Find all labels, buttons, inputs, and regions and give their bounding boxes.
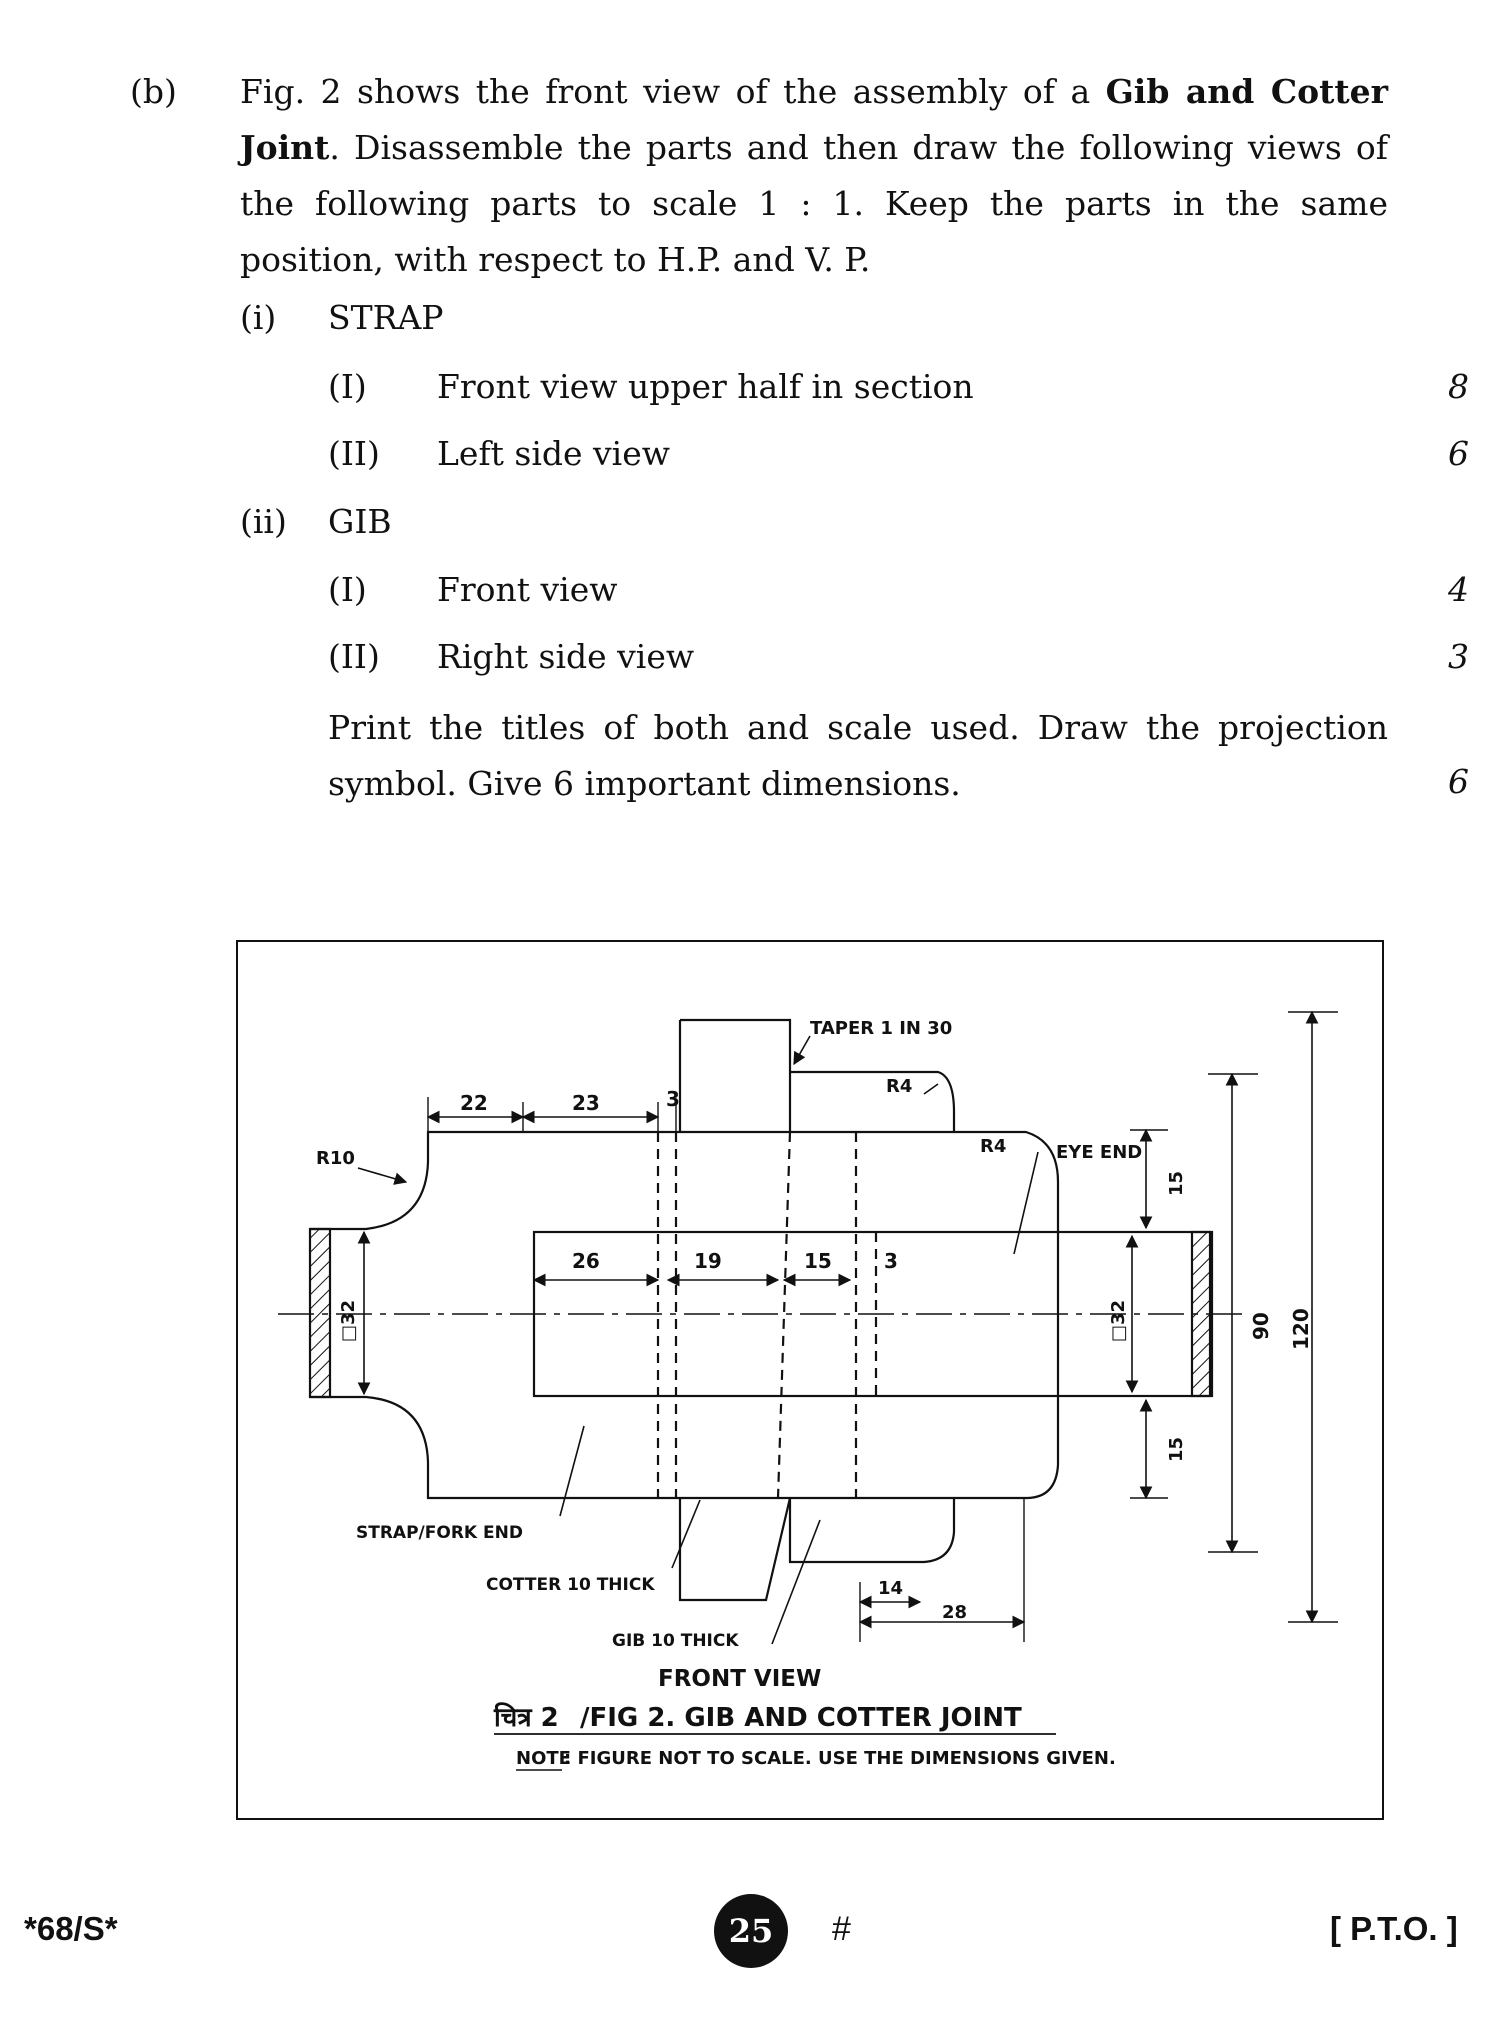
question-intro: Fig. 2 shows the front view of the assem… xyxy=(240,64,1388,288)
part-ii-item1-text: Front view xyxy=(437,570,618,609)
part-ii-item2-label: (II) xyxy=(328,637,380,676)
gib-cotter-drawing: TAPER 1 IN 30 R4 R4 R10 EYE END STRAP/FO… xyxy=(278,1010,1338,1771)
part-i-label: (i) xyxy=(240,298,277,337)
label-strap-fork: STRAP/FORK END xyxy=(356,1523,523,1543)
dim-3-top: 3 xyxy=(666,1087,680,1111)
dim-15-top: 15 xyxy=(1166,1171,1187,1196)
note-text: : FIGURE NOT TO SCALE. USE THE DIMENSION… xyxy=(564,1748,1116,1769)
label-r4-right: R4 xyxy=(980,1136,1006,1157)
part-i-item1-marks: 8 xyxy=(1448,367,1469,406)
label-eye-end: EYE END xyxy=(1056,1142,1142,1163)
label-r10: R10 xyxy=(316,1148,355,1169)
label-gib: GIB 10 THICK xyxy=(612,1631,739,1651)
paper-code: *68/S* xyxy=(24,1910,118,1947)
gib xyxy=(788,1070,956,1564)
left-hatch xyxy=(308,1227,332,1399)
part-ii-item2-marks: 3 xyxy=(1448,637,1469,676)
dim-22: 22 xyxy=(460,1091,488,1115)
part-ii-name: GIB xyxy=(328,502,392,541)
label-r4-top: R4 xyxy=(886,1076,912,1097)
part-i-item2-marks: 6 xyxy=(1448,434,1469,473)
intro-post: . Disassemble the parts and then draw th… xyxy=(240,128,1388,279)
part-ii-label: (ii) xyxy=(240,502,287,541)
figure-box: TAPER 1 IN 30 R4 R4 R10 EYE END STRAP/FO… xyxy=(236,940,1384,1820)
caption-hindi: चित्र 2 xyxy=(493,1702,559,1733)
dim-120: 120 xyxy=(1289,1308,1313,1350)
dim-15-mid: 15 xyxy=(804,1249,832,1273)
label-taper: TAPER 1 IN 30 xyxy=(810,1018,952,1039)
dim-sq32-left: □32 xyxy=(338,1300,359,1342)
dim-26: 26 xyxy=(572,1249,600,1273)
hash-mark: # xyxy=(832,1910,851,1948)
part-i-item1-label: (I) xyxy=(328,367,367,406)
instruction-text: Print the titles of both and scale used.… xyxy=(328,708,1388,803)
label-cotter: COTTER 10 THICK xyxy=(486,1575,655,1595)
part-i-item2-text: Left side view xyxy=(437,434,671,473)
page-number: 25 xyxy=(714,1894,788,1968)
intro-bold: Gib and Cotter Joint xyxy=(240,72,1388,167)
dim-90: 90 xyxy=(1249,1312,1273,1340)
dim-28: 28 xyxy=(942,1602,967,1623)
intro-pre: Fig. 2 shows the front view of the assem… xyxy=(240,72,1106,111)
dim-15-bottom: 15 xyxy=(1166,1437,1187,1462)
figure-caption: चित्र 2 /FIG 2. GIB AND COTTER JOINT xyxy=(493,1702,1056,1735)
pto-label: [ P.T.O. ] xyxy=(1330,1910,1458,1947)
part-ii-item1-label: (I) xyxy=(328,570,367,609)
dim-sq32-right: □32 xyxy=(1108,1300,1129,1342)
part-i-item1-text: Front view upper half in section xyxy=(437,367,974,406)
dim-14: 14 xyxy=(878,1578,903,1599)
dim-3-mid: 3 xyxy=(884,1249,898,1273)
part-ii-item1-marks: 4 xyxy=(1448,570,1469,609)
caption-rest: /FIG 2. GIB AND COTTER JOINT xyxy=(580,1703,1022,1733)
part-ii-item2-text: Right side view xyxy=(437,637,695,676)
part-i-item2-label: (II) xyxy=(328,434,380,473)
strap-outline xyxy=(310,1130,1060,1500)
cotter xyxy=(678,1018,792,1602)
dim-23: 23 xyxy=(572,1091,600,1115)
note-label: NOTE xyxy=(516,1748,571,1769)
question-label: (b) xyxy=(130,72,177,111)
view-title: FRONT VIEW xyxy=(658,1666,821,1692)
instruction-marks: 6 xyxy=(1448,762,1469,801)
dim-19: 19 xyxy=(694,1249,722,1273)
part-i-name: STRAP xyxy=(328,298,444,337)
